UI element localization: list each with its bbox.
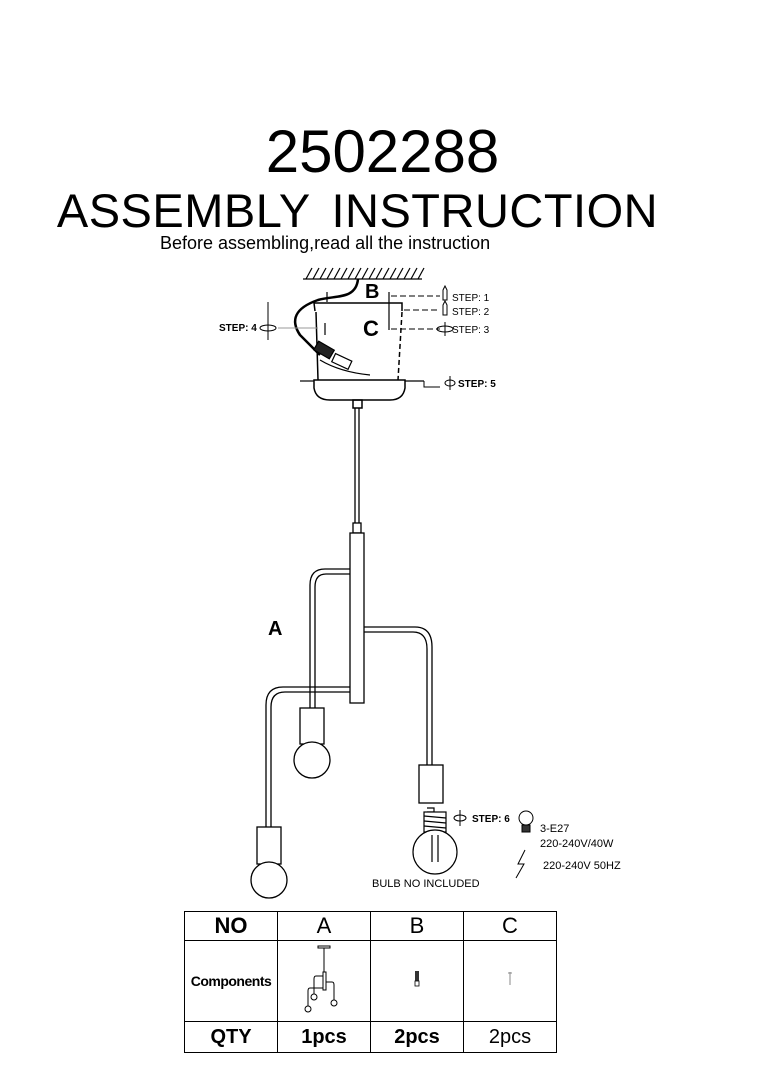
hatch-mark [305,267,313,280]
hatch-mark [396,267,404,280]
bulb-socket [250,707,444,899]
hatch-mark [389,267,397,280]
step-leaders [391,295,440,330]
qty-label: QTY [184,1021,278,1053]
step-6-label: STEP: 6 [472,814,510,825]
hatch-mark [410,267,418,280]
hatch-mark [382,267,390,280]
document-title: ASSEMBLY INSTRUCTION [56,184,659,237]
wall-plug-icon [414,970,420,986]
fixture-thumbnail-icon [304,945,338,1012]
hatch-mark [417,267,425,280]
step-2-label: STEP: 2 [452,307,490,318]
power-spec: 220-240V 50HZ [543,860,621,872]
header-a: A [277,911,371,941]
qty-c: 2pcs [463,1021,557,1053]
table-row: NO A B C [184,911,557,941]
assembly-diagram: B C STEP: 1 STEP: 2 STEP: 3 STEP: 4 STEP… [219,267,621,899]
terminal-block [312,340,371,376]
bulb-rating-spec: 220-240V/40W [540,838,614,850]
wall-plug-icon [436,284,456,390]
hatch-mark [403,267,411,280]
model-number: 2502288 [265,118,500,185]
power-cable [293,278,360,356]
label-a: A [268,618,282,640]
component-b [370,940,464,1022]
hatch-mark [319,267,327,280]
step-3-label: STEP: 3 [452,325,490,336]
components-label: Components [184,940,278,1022]
hatch-mark [326,267,334,280]
header-c: C [463,911,557,941]
step-4-label: STEP: 4 [219,323,257,334]
qty-a: 1pcs [277,1021,371,1053]
header-b: B [370,911,464,941]
screw-icon [508,971,512,985]
header-no: NO [184,911,278,941]
hatch-mark [375,267,383,280]
hatch-mark [354,267,362,280]
hatch-mark [333,267,341,280]
bulb-icon [412,807,458,875]
step-1-label: STEP: 1 [452,293,490,304]
pendant-fixture [265,408,433,827]
component-a [277,940,371,1022]
hatch-mark [347,267,355,280]
component-c [463,940,557,1022]
table-row: Components [184,940,557,1022]
ceiling-hatch-icon [303,267,425,280]
lightning-icon [515,849,526,879]
bulb-note: BULB NO INCLUDED [372,878,480,890]
rotate-icon [453,810,467,826]
small-bulb-icon [518,810,534,833]
bulb-socket-spec: 3-E27 [540,823,569,835]
hatch-mark [340,267,348,280]
parts-table: NO A B C Components [184,911,557,1053]
label-c: C [363,316,379,341]
screw-icon [300,292,424,382]
step-5-label: STEP: 5 [458,379,496,390]
hatch-mark [368,267,376,280]
table-row: QTY 1pcs 2pcs 2pcs [184,1021,557,1053]
qty-b: 2pcs [370,1021,464,1053]
hatch-mark [361,267,369,280]
screwdriver-icon [259,302,277,340]
hatch-mark [312,267,320,280]
label-b: B [365,281,379,303]
instruction-note: Before assembling,read all the instructi… [160,233,491,253]
